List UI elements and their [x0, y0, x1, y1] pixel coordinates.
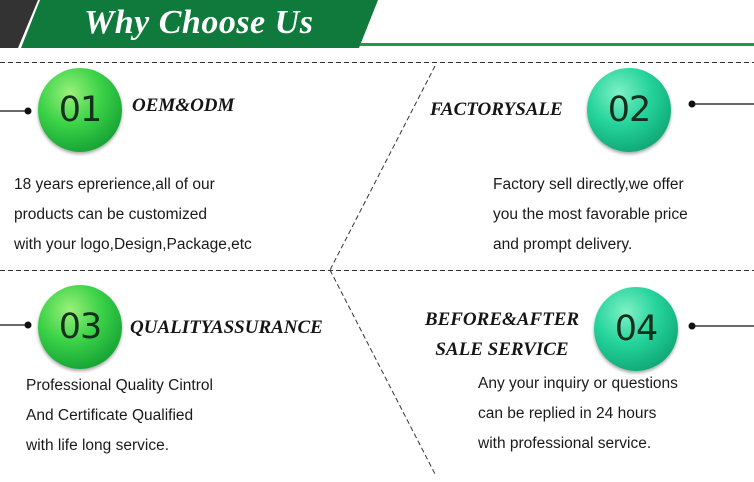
item-heading-02: FACTORYSALE — [430, 99, 563, 120]
text-line: products can be customized — [14, 206, 207, 223]
text-line: And Certificate Qualified — [26, 407, 194, 424]
text-line: with your logo,Design,Package,etc — [14, 236, 252, 253]
number-badge-01: 01 — [38, 68, 122, 152]
heading-line: SALE SERVICE — [435, 339, 569, 360]
number-badge-04: 04 — [594, 287, 678, 371]
item-heading-01: OEM&ODM — [132, 95, 235, 116]
item-text-01: 18 years eprerience,all of our products … — [14, 170, 252, 260]
item-text-04: Any your inquiry or questions can be rep… — [478, 369, 678, 459]
text-line: and prompt delivery. — [493, 236, 633, 253]
text-line: with professional service. — [478, 435, 652, 452]
text-line: Professional Quality Cintrol — [26, 377, 213, 394]
number-badge-02: 02 — [587, 68, 671, 152]
text-line: with life long service. — [26, 437, 170, 454]
text-line: 18 years eprerience,all of our — [14, 176, 215, 193]
item-text-02: Factory sell directly,we offer you the m… — [493, 170, 688, 260]
page-title: Why Choose Us — [84, 4, 314, 41]
badge-number: 02 — [607, 90, 652, 130]
badge-number: 03 — [58, 307, 103, 347]
heading-line: BEFORE&AFTER — [424, 309, 580, 330]
badge-number: 01 — [58, 90, 103, 130]
number-badge-03: 03 — [38, 285, 122, 369]
item-heading-03: QUALITYASSURANCE — [130, 317, 323, 338]
text-line: you the most favorable price — [493, 206, 688, 223]
text-line: can be replied in 24 hours — [478, 405, 657, 422]
header-banner — [0, 0, 754, 48]
text-line: Factory sell directly,we offer — [493, 176, 684, 193]
item-text-03: Professional Quality Cintrol And Certifi… — [26, 371, 213, 461]
item-heading-04: BEFORE&AFTER SALE SERVICE — [422, 305, 582, 365]
text-line: Any your inquiry or questions — [478, 375, 678, 392]
badge-number: 04 — [614, 309, 659, 349]
